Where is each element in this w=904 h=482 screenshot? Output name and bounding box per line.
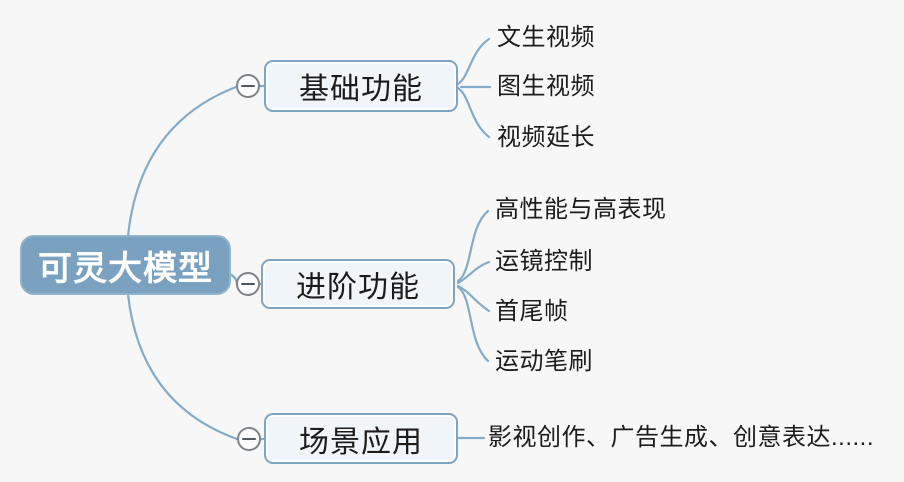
branch-topic-scenario-applications[interactable]: 场景应用	[264, 413, 458, 464]
leaf-topic[interactable]: 图生视频	[497, 73, 595, 100]
root-topic-label: 可灵大模型	[38, 249, 213, 288]
connector-b2-leaf1	[456, 209, 490, 283]
leaf-topic[interactable]: 文生视频	[497, 24, 595, 51]
branch-topic-label: 基础功能	[299, 73, 423, 106]
connector-root-branch1	[126, 85, 238, 238]
minus-circle-icon	[241, 282, 255, 286]
branch-topic-label: 进阶功能	[296, 271, 420, 304]
leaf-topic[interactable]: 影视创作、广告生成、创意表达......	[488, 424, 875, 451]
root-topic[interactable]: 可灵大模型	[20, 235, 231, 295]
collapse-branch1-button[interactable]	[236, 74, 260, 98]
branch-topic-basic-functions[interactable]: 基础功能	[264, 60, 458, 112]
collapse-branch2-button[interactable]	[236, 272, 260, 296]
collapse-branch3-button[interactable]	[237, 427, 261, 451]
connector-b2-leaf3	[456, 284, 491, 313]
connector-root-branch3	[126, 292, 239, 441]
leaf-topic[interactable]: 首尾帧	[495, 298, 569, 325]
connector-b2-leaf2	[456, 260, 491, 285]
minus-circle-icon	[241, 84, 255, 88]
minus-circle-icon	[242, 437, 256, 441]
leaf-topic[interactable]: 视频延长	[497, 124, 595, 151]
branch-topic-label: 场景应用	[299, 425, 423, 459]
branch-topic-advanced-functions[interactable]: 进阶功能	[261, 259, 455, 309]
leaf-topic[interactable]: 高性能与高表现	[495, 196, 667, 223]
connector-b1-leaf1	[456, 37, 491, 86]
leaf-topic[interactable]: 运动笔刷	[495, 348, 593, 375]
connector-b2-leaf4	[456, 285, 490, 363]
connector-b1-leaf3	[456, 86, 491, 139]
leaf-topic[interactable]: 运镜控制	[495, 248, 593, 275]
